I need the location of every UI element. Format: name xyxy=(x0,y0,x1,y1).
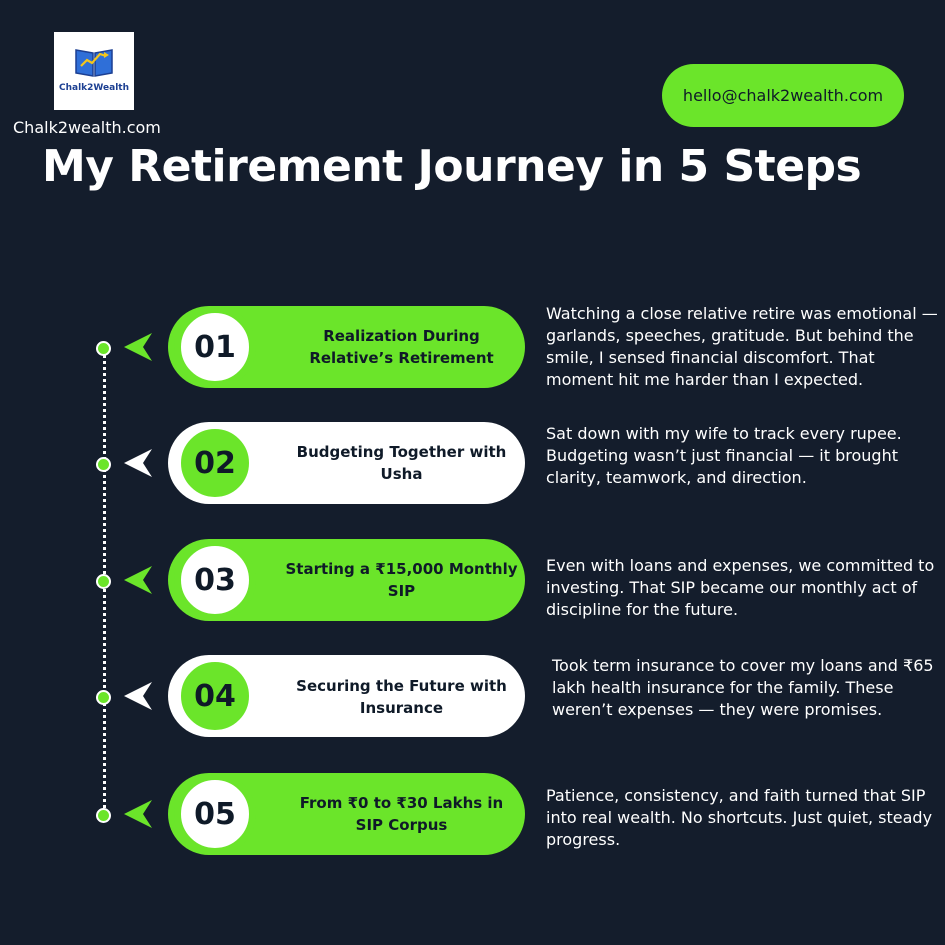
step-number: 04 xyxy=(174,655,256,737)
step-description: Patience, consistency, and faith turned … xyxy=(546,786,933,849)
timeline-node xyxy=(96,574,111,589)
chevron-left-icon xyxy=(124,566,152,594)
step-description: Even with loans and expenses, we committ… xyxy=(546,556,935,619)
logo-wordmark: Chalk2Wealth xyxy=(59,83,129,93)
step-title-line: Relative’s Retirement xyxy=(309,349,494,367)
step-title: Securing the Future with Insurance xyxy=(285,675,518,719)
step-title: Budgeting Together with Usha xyxy=(285,441,518,485)
timeline-node xyxy=(96,341,111,356)
step-title-line: Budgeting Together with xyxy=(296,443,507,461)
step-title-line: Starting a ₹15,000 Monthly xyxy=(285,560,518,578)
step-title-line: Realization During xyxy=(323,327,480,345)
step-number: 03 xyxy=(174,539,256,621)
timeline-node xyxy=(96,457,111,472)
step-title-line: SIP xyxy=(387,582,416,600)
step-number: 01 xyxy=(174,306,256,388)
logo: Chalk2Wealth xyxy=(54,32,134,110)
timeline-node xyxy=(96,690,111,705)
page-title: My Retirement Journey in 5 Steps xyxy=(42,141,862,192)
chevron-left-icon xyxy=(124,449,152,477)
chevron-left-icon xyxy=(124,682,152,710)
step-title-line: SIP Corpus xyxy=(355,816,448,834)
step-number: 05 xyxy=(174,773,256,855)
step-description: Watching a close relative retire was emo… xyxy=(546,304,938,389)
timeline-node xyxy=(96,808,111,823)
step-number: 02 xyxy=(174,422,256,504)
chevron-left-icon xyxy=(124,800,152,828)
step-title-line: Usha xyxy=(380,465,423,483)
email-text: hello@chalk2wealth.com xyxy=(682,86,884,105)
step-title: Starting a ₹15,000 Monthly SIP xyxy=(285,558,518,602)
email-badge[interactable]: hello@chalk2wealth.com xyxy=(662,64,904,127)
chevron-left-icon xyxy=(124,333,152,361)
book-chart-icon xyxy=(75,49,113,77)
step-title-line: From ₹0 to ₹30 Lakhs in xyxy=(299,794,504,812)
step-title-line: Insurance xyxy=(359,699,444,717)
step-title: From ₹0 to ₹30 Lakhs in SIP Corpus xyxy=(285,792,518,836)
site-url[interactable]: Chalk2wealth.com xyxy=(13,118,161,137)
step-description: Sat down with my wife to track every rup… xyxy=(546,424,902,487)
step-title-line: Securing the Future with xyxy=(296,677,507,695)
step-title: Realization During Relative’s Retirement xyxy=(285,325,518,369)
step-description: Took term insurance to cover my loans an… xyxy=(552,656,934,719)
